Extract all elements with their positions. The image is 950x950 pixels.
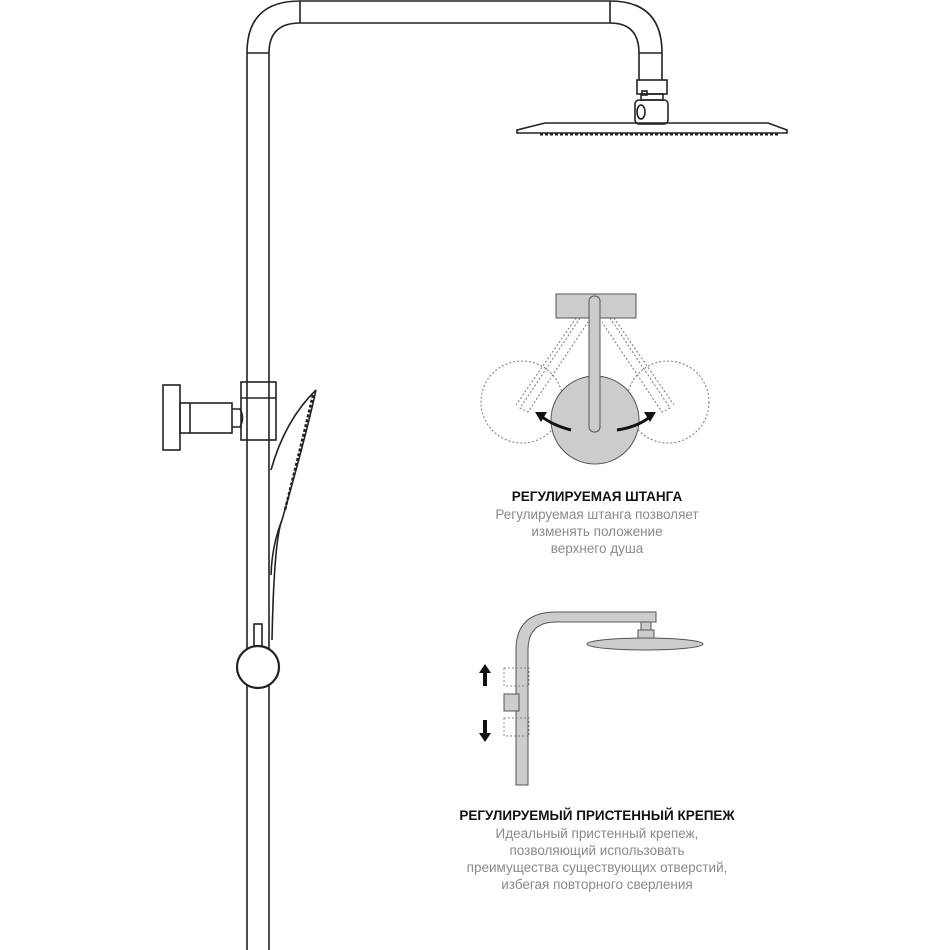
feature-description-line: верхнего душа	[550, 541, 644, 556]
shower-head-connector	[634, 79, 669, 125]
adjustable-arm-detail	[480, 293, 710, 465]
adjustable-arm-caption: РЕГУЛИРУЕМАЯ ШТАНГА Регулируемая штанга …	[417, 488, 777, 557]
feature-description-line: Регулируемая штанга позволяет	[495, 507, 699, 522]
feature-description-line: изменять положение	[531, 524, 663, 539]
hand-shower	[270, 389, 317, 641]
wall-bracket-caption: РЕГУЛИРУЕМЫЙ ПРИСТЕННЫЙ КРЕПЕЖ Идеальный…	[417, 807, 777, 893]
feature-description-line: Идеальный пристенный крепеж,	[495, 826, 699, 841]
rain-shower-head	[516, 122, 788, 136]
feature-title: РЕГУЛИРУЕМЫЙ ПРИСТЕННЫЙ КРЕПЕЖ	[459, 808, 735, 823]
down-arrow-icon	[479, 720, 491, 742]
wall-outlet-elbow	[162, 381, 277, 451]
slider-knob	[235, 623, 281, 690]
shower-riser-pipe	[246, 0, 663, 950]
wall-bracket-detail	[479, 611, 704, 786]
feature-description-line: позволяющий использовать	[509, 843, 685, 858]
feature-title: РЕГУЛИРУЕМАЯ ШТАНГА	[511, 489, 683, 504]
feature-description-line: преимущества существующих отверстий,	[466, 860, 728, 875]
feature-description-line: избегая повторного сверления	[501, 877, 693, 892]
up-arrow-icon	[479, 664, 491, 686]
